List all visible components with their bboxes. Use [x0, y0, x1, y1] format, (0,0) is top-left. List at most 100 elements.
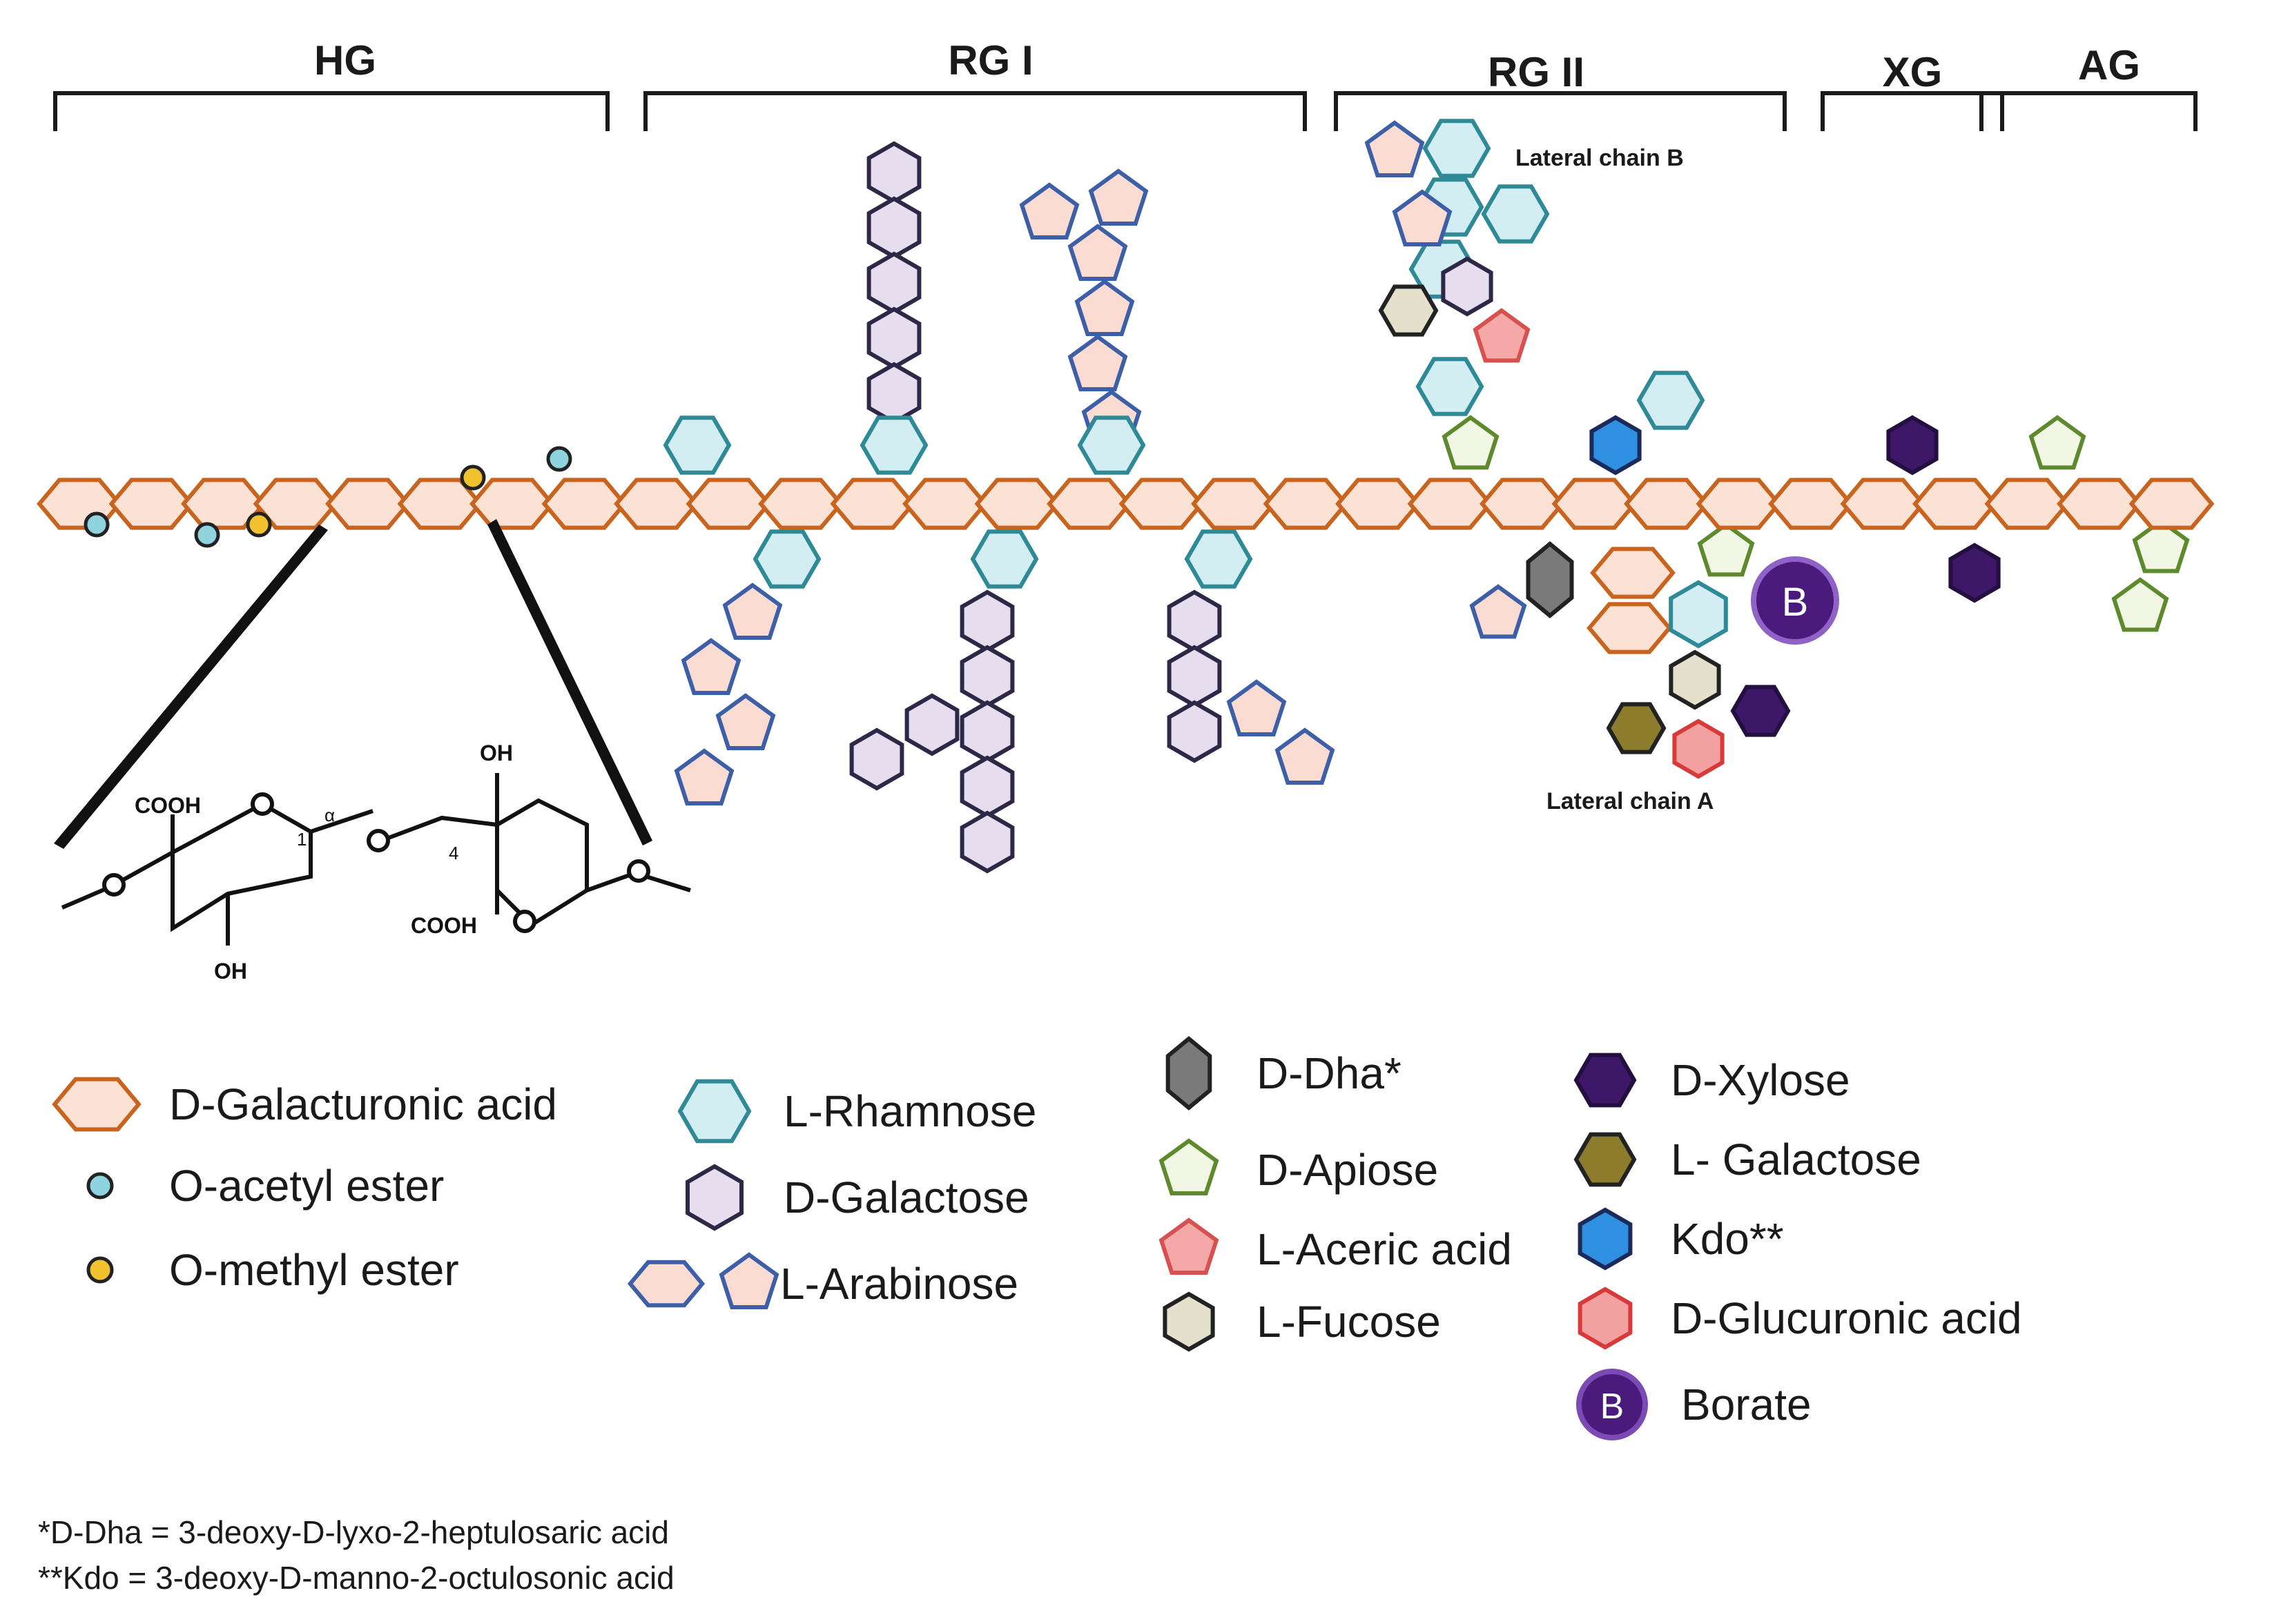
acetyl-ester-dot [194, 522, 220, 548]
legend-label-glucuronic: D-Glucuronic acid [1671, 1293, 2022, 1343]
arabinose-unit [674, 748, 735, 805]
legend-label-methyl: O-methyl ester [169, 1245, 459, 1295]
arabinose-unit [1067, 334, 1128, 391]
arabinose-unit [722, 583, 783, 640]
lateral-chain-b-label: Lateral chain B [1515, 145, 1684, 171]
rhamnose-unit [1669, 580, 1728, 649]
rhamnose-unit [753, 529, 822, 589]
footnote-dha: *D-Dha = 3-deoxy-D-lyxo-2-heptulosaric a… [38, 1514, 669, 1550]
aceric-acid-unit [1473, 308, 1531, 363]
legend-label-lgalactose: L- Galactose [1671, 1135, 1921, 1184]
legend-item-dha: D-Dha* [1165, 1036, 1401, 1111]
galacturonic-unit [1191, 478, 1277, 530]
dha-unit [1526, 541, 1574, 618]
glucuronic-acid-unit [1672, 718, 1725, 779]
arabinose-unit [1469, 584, 1527, 639]
galacturonic-unit [1335, 478, 1421, 530]
galacturonic-unit [1984, 478, 2070, 530]
legend-label-kdo: Kdo** [1671, 1214, 1784, 1264]
galactose-unit [960, 755, 1015, 819]
legend-label-aceric: L-Aceric acid [1257, 1224, 1512, 1274]
legend-borate-circle-icon [1576, 1369, 1648, 1440]
oh-top-label: OH [480, 741, 513, 765]
galacturonic-unit [1118, 478, 1205, 530]
legend-item-galactose: D-Galactose [686, 1164, 1029, 1231]
galactose-unit [866, 306, 922, 370]
side-chains [663, 119, 2190, 874]
galacturonic-unit [1840, 478, 1926, 530]
legend-item-fucose: L-Fucose [1163, 1291, 1441, 1352]
legend-pentagon-icon [719, 1252, 779, 1309]
legend-item-xylose: D-Xylose [1573, 1053, 1850, 1108]
legend-hexagon-icon [677, 1079, 752, 1144]
legend-item-acetyl: O-acetyl ester [86, 1161, 444, 1211]
legend-label-acetyl: O-acetyl ester [169, 1161, 444, 1211]
bracket-xg [1821, 91, 2004, 131]
xylose-unit [1730, 685, 1791, 737]
region-label-hg: HG [314, 37, 376, 84]
footnote-kdo: **Kdo = 3-deoxy-D-manno-2-octulosonic ac… [38, 1560, 675, 1596]
legend-item-rhamnose: L-Rhamnose [677, 1079, 1036, 1144]
legend-circle-icon [86, 1256, 114, 1284]
galacturonic-unit [1480, 478, 1565, 530]
galacturonic-unit [541, 478, 628, 530]
fucose-unit [1669, 649, 1721, 710]
fucose-unit [1378, 284, 1439, 337]
legend-hexagon-icon [1578, 1287, 1633, 1350]
arabinose-unit [681, 638, 741, 695]
legend-hexagon-icon [1573, 1132, 1637, 1187]
legend-pentagon-icon [1158, 1217, 1219, 1275]
galacturonic-unit [469, 478, 555, 530]
legend-item-galacturonic: D-Galacturonic acid [52, 1077, 557, 1132]
rhamnose-unit [1415, 357, 1484, 416]
legend-item-methyl: O-methyl ester [86, 1245, 459, 1295]
legend-hexagon-icon [1573, 1053, 1637, 1108]
legend-hexagon-icon [627, 1260, 706, 1308]
galacturonic-unit [1047, 478, 1132, 530]
arabinose-unit [1019, 182, 1080, 239]
position-1-label: 1 [297, 829, 307, 850]
arabinose-unit [1067, 224, 1128, 281]
galactose-unit [1167, 700, 1222, 763]
acetyl-ester-dot [84, 511, 110, 538]
legend-label-galacturonic: D-Galacturonic acid [169, 1079, 557, 1129]
legend-diamond-hexagon-icon [1578, 1207, 1633, 1271]
kdo-unit [1589, 415, 1642, 476]
xylose-unit [1948, 542, 2001, 603]
borate-node: B [1751, 556, 1839, 645]
galacturonic-unit [758, 478, 844, 530]
galacturonic-unit [2128, 478, 2215, 530]
galacturonic-unit [1768, 478, 1854, 530]
galactose-unit [849, 727, 904, 791]
l-galactose-unit [1606, 702, 1667, 754]
arabinose-unit [1088, 168, 1149, 226]
legend-item-glucuronic: D-Glucuronic acid [1578, 1287, 2022, 1350]
legend-pentagon-icon [1158, 1138, 1219, 1195]
region-label-ag: AG [2078, 42, 2140, 88]
galacturonic-unit [902, 478, 988, 530]
galactose-unit [960, 589, 1015, 653]
apiose-unit [2132, 518, 2190, 574]
rhamnose-unit [1077, 415, 1146, 475]
rhamnose-unit [1636, 371, 1705, 430]
galactose-unit [866, 362, 922, 425]
legend-item-apiose: D-Apiose [1158, 1138, 1438, 1195]
galactose-unit [1167, 589, 1222, 653]
galactose-unit [960, 645, 1015, 708]
legend-item-aceric: L-Aceric acid [1158, 1217, 1512, 1275]
galacturonic-unit [1587, 602, 1672, 654]
galactose-unit [1441, 256, 1493, 317]
zoom-lines [54, 519, 652, 849]
methyl-ester-dot [460, 464, 486, 491]
ester-groups [84, 446, 572, 548]
rhamnose-unit [970, 529, 1039, 589]
galactose-unit [866, 196, 922, 260]
arabinose-unit [715, 693, 776, 750]
rhamnose-unit [663, 415, 732, 475]
galacturonic-unit [1696, 478, 1782, 530]
arabinose-unit [1364, 120, 1425, 177]
legend-hexagon-icon [686, 1164, 744, 1231]
